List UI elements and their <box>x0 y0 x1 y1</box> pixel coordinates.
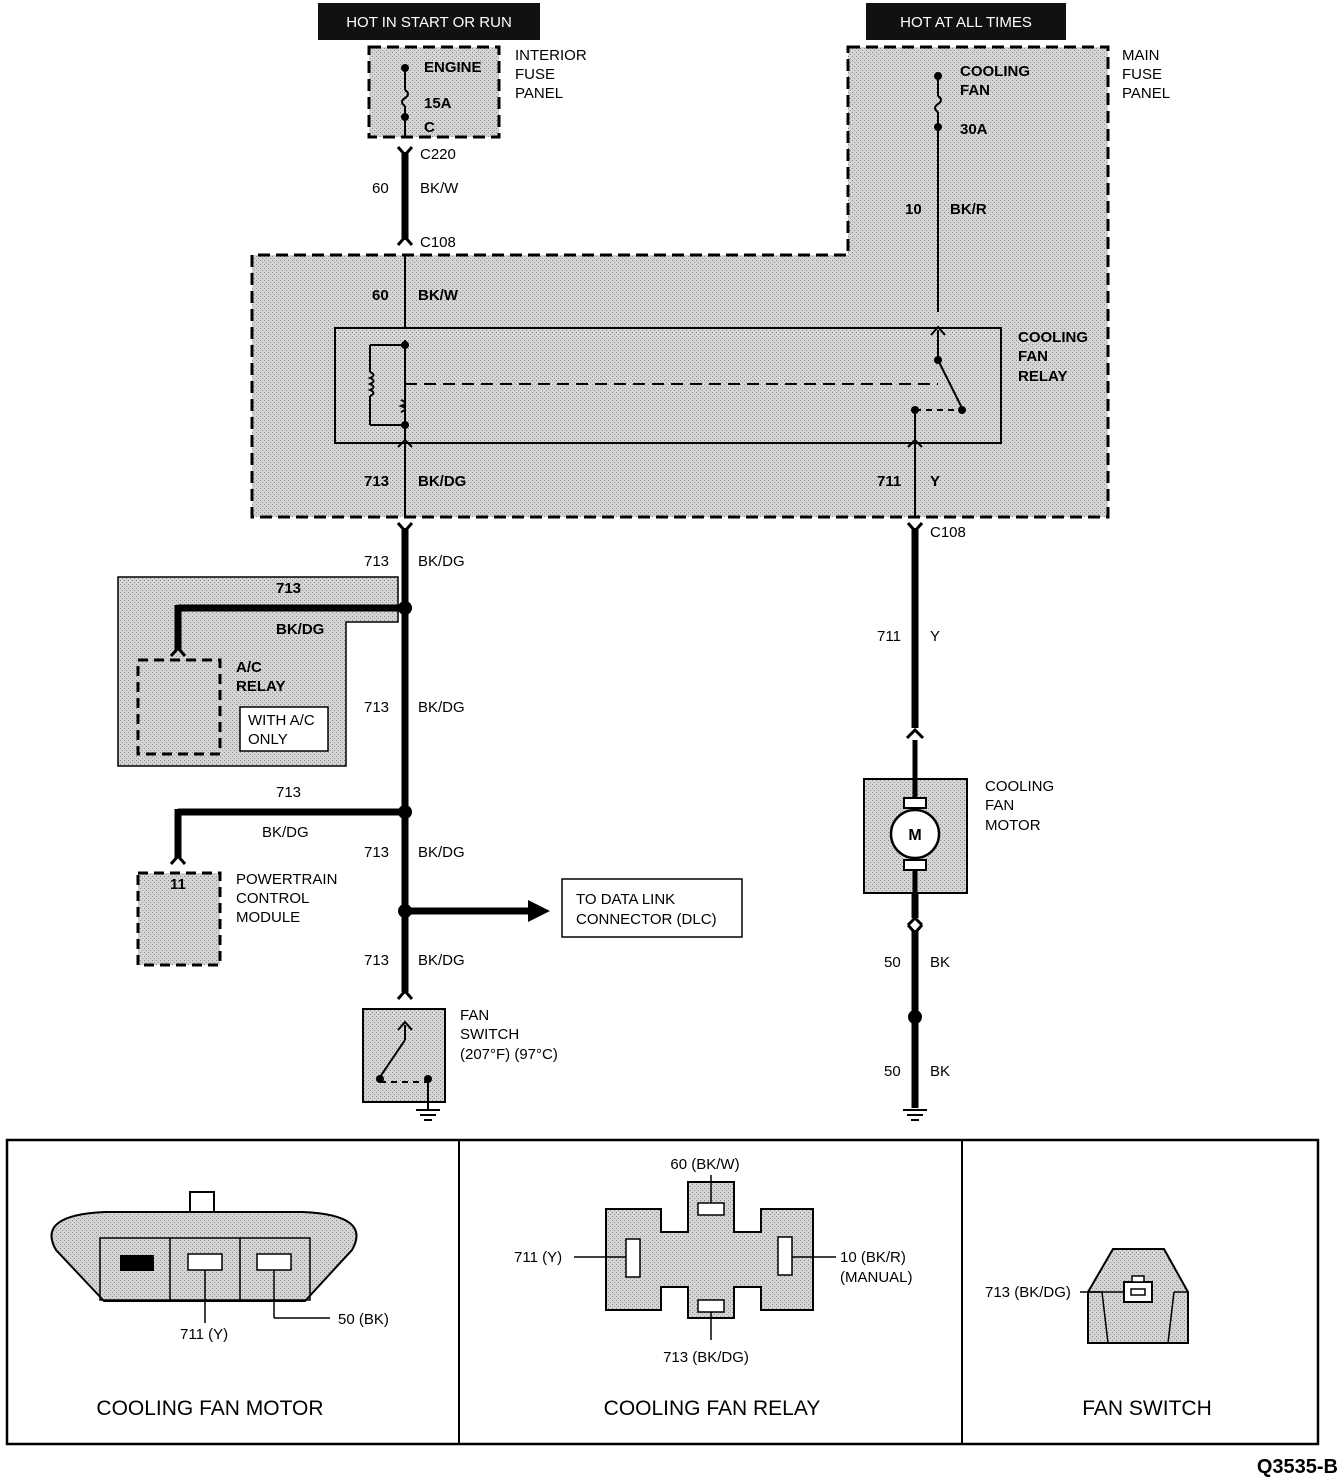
header-hot-in-start-or-run: HOT IN START OR RUN <box>318 3 540 40</box>
wire-711-color-inner: Y <box>930 473 940 490</box>
wire-10-circuit: 10 <box>905 201 922 218</box>
relay-pin-top: 60 (BK/W) <box>670 1156 739 1173</box>
wire-713-color-c: BK/DG <box>418 844 465 861</box>
ac-relay-region: 713 BK/DG A/C RELAY WITH A/C ONLY <box>117 576 405 767</box>
fuse-terminal-c: C <box>424 119 435 136</box>
motor-title-2: FAN <box>985 797 1014 814</box>
engine-fuse-name: ENGINE <box>424 59 482 76</box>
ac-relay-title-2: RELAY <box>236 678 285 695</box>
pcm-wire-713-color: BK/DG <box>262 824 309 841</box>
ac-note-2: ONLY <box>248 731 288 748</box>
wire-60-circuit: 60 <box>372 180 389 197</box>
motor-symbol: M <box>908 827 921 844</box>
wire-711-right: C108 711 Y <box>877 522 966 740</box>
dlc-branch: TO DATA LINK CONNECTOR (DLC) <box>405 878 743 938</box>
motor-title-3: MOTOR <box>985 817 1041 834</box>
pcm-title-1: POWERTRAIN <box>236 871 337 888</box>
wire-713-color-a: BK/DG <box>418 553 465 570</box>
motor-panel-title: COOLING FAN MOTOR <box>96 1397 323 1420</box>
ac-wire-713-circuit: 713 <box>276 580 301 597</box>
motor-pin-711: 711 (Y) <box>180 1326 228 1343</box>
connector-c108-right: C108 <box>930 524 966 541</box>
relay-title-3: RELAY <box>1018 368 1067 385</box>
fan-switch: FAN SWITCH (207°F) (97°C) <box>362 1007 558 1121</box>
wire-711-color: Y <box>930 628 940 645</box>
cooling-fan-motor: M COOLING FAN MOTOR <box>863 740 1054 895</box>
wire-713-circuit-a: 713 <box>364 553 389 570</box>
fan-switch-title-2: SWITCH <box>460 1026 519 1043</box>
main-fuse-panel-title-3: PANEL <box>1122 85 1170 102</box>
main-fuse-panel-title-2: FUSE <box>1122 66 1162 83</box>
relay-title-1: COOLING <box>1018 329 1088 346</box>
pcm-pin: 11 <box>170 876 186 893</box>
wire-713-circuit-c: 713 <box>364 844 389 861</box>
wire-60-color: BK/W <box>420 180 459 197</box>
connector-c108-left: C108 <box>420 234 456 251</box>
switch-connector-view: 713 (BK/DG) FAN SWITCH <box>985 1248 1212 1420</box>
relay-pin-right-2: (MANUAL) <box>840 1269 913 1286</box>
wire-60-circuit-inner: 60 <box>372 287 389 304</box>
wire-713-color-b: BK/DG <box>418 699 465 716</box>
interior-fuse-panel-title-1: INTERIOR <box>515 47 587 64</box>
wire-713-circuit-b: 713 <box>364 699 389 716</box>
pcm-branch: 713 BK/DG 11 POWERTRAIN CONTROL MODULE <box>136 784 405 967</box>
interior-fuse-panel-title-3: PANEL <box>515 85 563 102</box>
wire-50-color-a: BK <box>930 954 950 971</box>
wire-50-circuit-a: 50 <box>884 954 901 971</box>
dlc-text-1: TO DATA LINK <box>576 891 675 908</box>
relay-panel-title: COOLING FAN RELAY <box>604 1397 821 1420</box>
wire-60: C220 60 BK/W C108 60 BK/W <box>372 146 459 340</box>
pcm-wire-713-circuit: 713 <box>276 784 301 801</box>
cooling-fan-fuse-rating: 30A <box>960 121 988 138</box>
cooling-fan-fuse-name-2: FAN <box>960 82 990 99</box>
wire-711-circuit-inner: 711 <box>877 473 901 490</box>
switch-panel-title: FAN SWITCH <box>1082 1397 1212 1420</box>
motor-title-1: COOLING <box>985 778 1054 795</box>
cooling-fan-relay: COOLING FAN RELAY <box>334 325 1088 444</box>
motor-pin-50: 50 (BK) <box>338 1311 389 1328</box>
dlc-text-2: CONNECTOR (DLC) <box>576 911 717 928</box>
fan-switch-title-3: (207°F) (97°C) <box>460 1046 558 1063</box>
wire-711-circuit: 711 <box>877 628 901 645</box>
pcm-title-3: MODULE <box>236 909 300 926</box>
interior-fuse-panel: ENGINE 15A C INTERIOR FUSE PANEL <box>367 45 587 139</box>
relay-pin-right-1: 10 (BK/R) <box>840 1249 906 1266</box>
wire-713-circuit-inner: 713 <box>364 473 389 490</box>
motor-connector-view: 711 (Y) 50 (BK) COOLING FAN MOTOR <box>50 1191 389 1420</box>
wire-713-color-inner: BK/DG <box>418 473 466 490</box>
wire-10-color: BK/R <box>950 201 987 218</box>
relay-title-2: FAN <box>1018 348 1048 365</box>
pcm-title-2: CONTROL <box>236 890 309 907</box>
header-right-text: HOT AT ALL TIMES <box>900 14 1032 31</box>
relay-output-wires: 713 BK/DG 711 Y <box>364 438 940 517</box>
engine-fuse-rating: 15A <box>424 95 452 112</box>
ac-relay-title-1: A/C <box>236 659 262 676</box>
main-fuse-panel-title-1: MAIN <box>1122 47 1160 64</box>
relay-connector-view: 60 (BK/W) 711 (Y) 10 (BK/R) (MANUAL) 713… <box>514 1156 913 1420</box>
wire-60-color-inner: BK/W <box>418 287 459 304</box>
wire-713-circuit-d: 713 <box>364 952 389 969</box>
switch-pin: 713 (BK/DG) <box>985 1284 1071 1301</box>
figure-reference: Q3535-B <box>1257 1456 1338 1478</box>
ac-note-1: WITH A/C <box>248 712 315 729</box>
fan-switch-title-1: FAN <box>460 1007 489 1024</box>
cooling-fan-fuse-name-1: COOLING <box>960 63 1030 80</box>
wire-50-color-b: BK <box>930 1063 950 1080</box>
header-hot-at-all-times: HOT AT ALL TIMES <box>866 3 1066 40</box>
interior-fuse-panel-title-2: FUSE <box>515 66 555 83</box>
wire-50-ground: 50 BK 50 BK <box>884 893 950 1121</box>
relay-pin-left: 711 (Y) <box>514 1249 562 1266</box>
header-left-text: HOT IN START OR RUN <box>346 14 512 31</box>
ac-wire-713-color: BK/DG <box>276 621 324 638</box>
wire-50-circuit-b: 50 <box>884 1063 901 1080</box>
wire-713-color-d: BK/DG <box>418 952 465 969</box>
connector-c220: C220 <box>420 146 456 163</box>
relay-pin-bottom: 713 (BK/DG) <box>663 1349 749 1366</box>
